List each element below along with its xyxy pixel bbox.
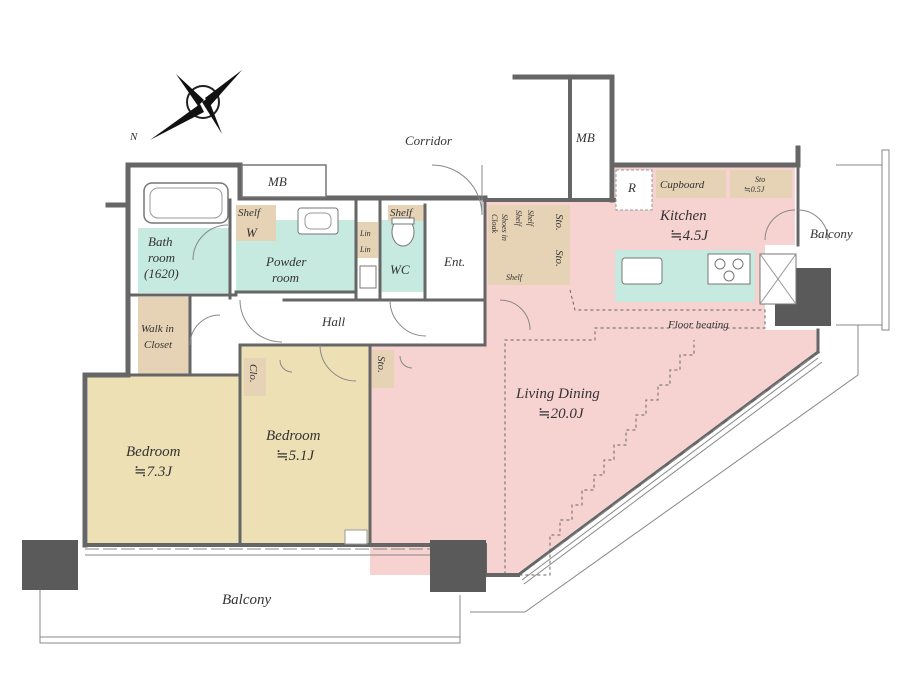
- fixtures: [143, 164, 797, 545]
- column-bottom-mid: [430, 540, 486, 592]
- walkin-label-1: Walk in: [141, 323, 174, 335]
- vanity-sink-icon: [297, 207, 339, 235]
- mb-label-left: MB: [267, 174, 287, 189]
- kitchen-sink-icon: [621, 257, 663, 285]
- hall-label: Hall: [321, 314, 346, 329]
- sto-hall-label: Sto.: [375, 356, 387, 373]
- living-size: ≒20.0J: [538, 406, 585, 422]
- compass-north-label: N: [129, 131, 138, 143]
- shoes-label-1: Shoes in: [500, 214, 509, 241]
- cupboard-fill: [656, 170, 726, 198]
- lin-label-1: Lin: [359, 229, 371, 238]
- living-name: Living Dining: [515, 386, 600, 402]
- shelf-wc-label: Shelf: [390, 207, 414, 219]
- bedroom-2-size: ≒5.1J: [276, 448, 315, 464]
- clo-label: Clo.: [247, 364, 259, 383]
- column-bottom-left: [22, 540, 78, 590]
- powder-label-1: Powder: [265, 254, 307, 269]
- mb-label-top: MB: [575, 130, 595, 145]
- corridor-label: Corridor: [405, 133, 453, 148]
- living-dining-fill: [370, 165, 818, 575]
- floor-heating-label: Floor heating: [667, 319, 729, 331]
- room-fills: [88, 165, 818, 575]
- lin-label-2: Lin: [359, 245, 371, 254]
- mb-closet-top: [241, 164, 327, 198]
- kitchen-name: Kitchen: [659, 208, 707, 224]
- sto-kitchen-label-2: ≒0.5J: [744, 185, 765, 194]
- washing-machine-icon: [359, 265, 377, 289]
- bedroom-2-fill: [240, 345, 370, 545]
- sto-kitchen-fill: [730, 170, 792, 198]
- compass-rose-icon: N: [129, 70, 242, 143]
- doors: [189, 164, 829, 382]
- lin-fill: [356, 222, 378, 258]
- bathtub-icon: [143, 182, 229, 224]
- shelf-w-label-2: W: [246, 225, 258, 240]
- balcony-right-label: Balcony: [810, 226, 853, 241]
- wc-label: WC: [390, 262, 410, 277]
- sto-hall-fill: [372, 350, 394, 388]
- stove-icon: [707, 253, 751, 285]
- bath-label-1: Bath: [148, 234, 173, 249]
- bath-label-2: room: [148, 250, 175, 265]
- shoes-cloak-fill: [488, 205, 570, 285]
- shelf-wc-fill: [388, 205, 424, 221]
- room-labels: Corridor MB MB Bath room (1620) Shelf W …: [126, 130, 853, 608]
- bedroom-1-fill: [88, 375, 240, 545]
- balcony-bottom-label: Balcony: [222, 592, 271, 608]
- clo-fill: [244, 358, 266, 396]
- cupboard-label: Cupboard: [660, 179, 705, 191]
- shelf-w-fill: [236, 205, 276, 241]
- fridge-r-label: R: [627, 180, 636, 195]
- walkin-closet-fill: [138, 297, 190, 375]
- sto-label-1: Sto.: [553, 214, 565, 231]
- sto-label-2: Sto.: [553, 250, 565, 267]
- kitchen-size: ≒4.5J: [670, 228, 709, 244]
- shelf-v1-label: Shelf: [514, 210, 523, 228]
- powder-label-2: room: [272, 270, 299, 285]
- bedroom-2-name: Bedroom: [266, 428, 321, 444]
- bath-room-fill: [138, 228, 230, 293]
- shelf-v2-label: Shelf: [526, 210, 535, 228]
- shelf-w-label-1: Shelf: [238, 207, 262, 219]
- shelf-bottom-label: Shelf: [506, 273, 524, 282]
- shoes-label-2: Cloak: [490, 214, 499, 234]
- bath-label-3: (1620): [144, 266, 179, 281]
- fridge-space: [615, 169, 653, 211]
- sto-kitchen-label-1: Sto: [755, 175, 765, 184]
- walkin-label-2: Closet: [144, 339, 173, 351]
- bedroom-1-name: Bedroom: [126, 444, 181, 460]
- floor-heating-zone: [504, 289, 766, 576]
- window-marks: [85, 354, 816, 561]
- bedroom-1-size: ≒7.3J: [134, 464, 173, 480]
- ent-label: Ent.: [443, 254, 465, 269]
- columns: [22, 268, 831, 592]
